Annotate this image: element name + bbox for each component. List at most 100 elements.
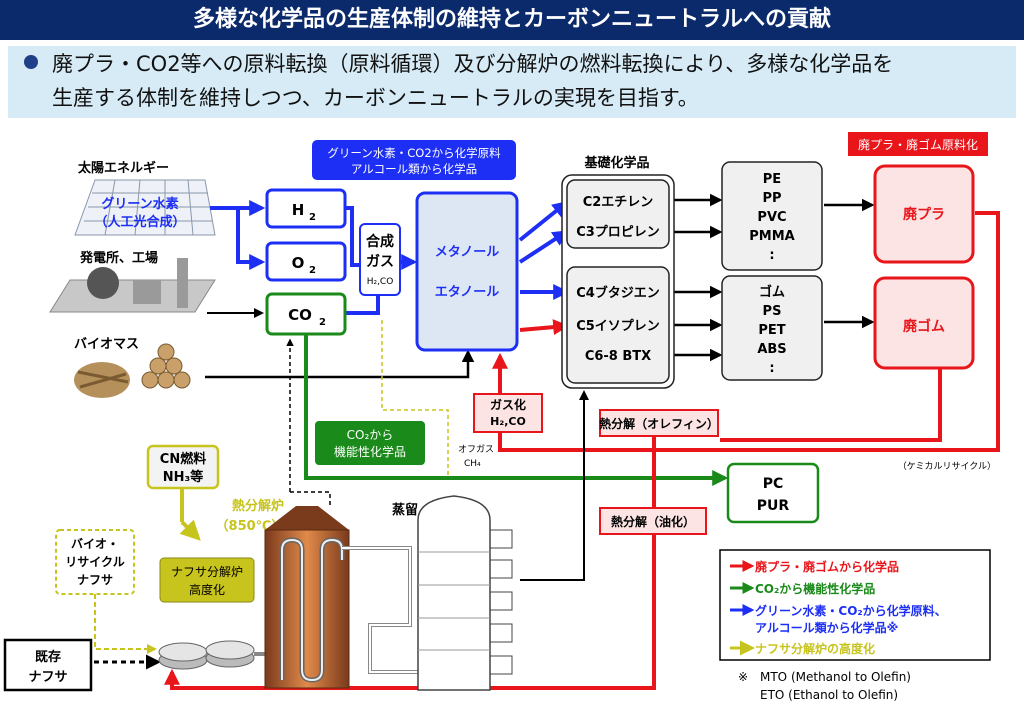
waste-plastic-box: 廃プラ: [873, 164, 975, 264]
svg-text:ガス化: ガス化: [490, 397, 526, 412]
c68-label: C6-8 BTX: [585, 349, 651, 364]
svg-text:2: 2: [319, 317, 326, 328]
green-title-box: グリーン水素・CO2から化学原料 アルコール類から化学品: [312, 140, 516, 180]
svg-text:NH₃等: NH₃等: [163, 469, 203, 485]
cracker-label: 熱分解炉: [232, 498, 284, 514]
lead-box: 廃プラ・CO2等への原料転換（原料循環）及び分解炉の燃料転換により、多様な化学品…: [8, 46, 1016, 118]
products-top-box: PE PP PVC PMMA :: [721, 161, 823, 271]
svg-text::: :: [769, 248, 774, 263]
svg-text:H: H: [292, 201, 305, 219]
footnote-mto: MTO (Methanol to Olefin): [760, 670, 911, 684]
svg-text:CO₂から: CO₂から: [347, 428, 394, 442]
svg-text:PE: PE: [763, 172, 781, 187]
svg-text:ナフサ分解炉: ナフサ分解炉: [171, 565, 243, 579]
svg-text:アルコール類から化学品※: アルコール類から化学品※: [755, 620, 898, 635]
products-bottom-box: ゴム PS PET ABS :: [721, 275, 823, 381]
svg-text:グリーン水素・CO₂から化学原料、: グリーン水素・CO₂から化学原料、: [755, 603, 947, 618]
distill-label: 蒸留: [392, 502, 418, 518]
plant-label: 発電所、工場: [79, 250, 158, 266]
svg-text:グリーン水素・CO2から化学原料: グリーン水素・CO2から化学原料: [327, 146, 501, 160]
basic-chemicals-title: 基礎化学品: [583, 155, 649, 171]
svg-text::: :: [769, 361, 774, 376]
lead-line-1: 廃プラ・CO2等への原料転換（原料循環）及び分解炉の燃料転換により、多様な化学品…: [52, 52, 894, 76]
co2-functional-box: CO₂から 機能性化学品: [315, 421, 425, 465]
svg-text:既存: 既存: [35, 649, 61, 665]
svg-text:CN燃料: CN燃料: [160, 451, 206, 467]
svg-text:廃プラ・廃ゴムから化学品: 廃プラ・廃ゴムから化学品: [755, 559, 899, 574]
svg-text:機能性化学品: 機能性化学品: [334, 444, 406, 459]
factory-icon: [49, 258, 216, 313]
svg-text:ABS: ABS: [757, 342, 786, 357]
cracker-furnace-icon: [264, 506, 350, 689]
pc-pur-box: PC PUR: [726, 462, 820, 524]
svg-text:エタノール: エタノール: [435, 285, 500, 300]
footnote-eto: ETO (Ethanol to Olefin): [760, 688, 898, 702]
svg-text:2: 2: [309, 265, 316, 276]
svg-text:高度化: 高度化: [189, 582, 225, 597]
basic-chemicals-box: C2エチレン C3プロピレン C4ブタジエン C5イソプレン C6-8 BTX: [561, 174, 675, 389]
svg-text:ゴム: ゴム: [759, 284, 785, 300]
existing-naphtha-box: 既存 ナフサ: [3, 638, 93, 692]
upgrade-box: ナフサ分解炉 高度化: [159, 557, 255, 603]
svg-text:PP: PP: [762, 191, 781, 206]
legend: 廃プラ・廃ゴムから化学品 CO₂から機能性化学品 グリーン水素・CO₂から化学原…: [719, 549, 991, 661]
svg-text:ナフサ分解炉の高度化: ナフサ分解炉の高度化: [755, 641, 875, 656]
svg-text:ナフサ: ナフサ: [77, 573, 113, 587]
svg-text:H₂,CO: H₂,CO: [367, 277, 394, 287]
offgas-ch4-label: CH₄: [464, 459, 481, 469]
waste-title-box: 廃プラ・廃ゴム原料化: [848, 132, 988, 156]
solar-label: 太陽エネルギー: [77, 160, 169, 176]
o2-box: O 2: [265, 241, 347, 282]
distillation-column-icon: [417, 495, 513, 691]
svg-text:廃プラ: 廃プラ: [903, 206, 945, 223]
svg-text:熱分解（オレフィン）: 熱分解（オレフィン）: [599, 416, 719, 431]
bullet-icon: [24, 55, 38, 69]
svg-text:PET: PET: [758, 323, 785, 338]
bio-naphtha-box: バイオ・ リサイクル ナフサ: [55, 529, 135, 595]
svg-text:PS: PS: [763, 304, 782, 319]
process-diagram: 太陽エネルギー グリーン水素 （人工光合成） 発電所、工場 バイオマス: [3, 132, 1000, 702]
svg-text:CO₂から機能性化学品: CO₂から機能性化学品: [755, 581, 875, 596]
footnote-mark: ※: [738, 670, 748, 684]
pyrolysis-olefin-box: 熱分解（オレフィン）: [599, 409, 719, 437]
svg-text:廃ゴム: 廃ゴム: [903, 318, 945, 335]
c5-label: C5イソプレン: [576, 319, 660, 334]
svg-text:バイオ・: バイオ・: [71, 537, 119, 551]
biomass-icon: [74, 343, 191, 398]
c4-label: C4ブタジエン: [576, 285, 660, 301]
pump-icon: [158, 640, 255, 670]
svg-text:PUR: PUR: [757, 498, 790, 514]
waste-rubber-box: 廃ゴム: [873, 276, 975, 370]
h2-box: H 2: [265, 188, 347, 229]
solar-panel-icon: [74, 179, 216, 236]
svg-text:アルコール類から化学品: アルコール類から化学品: [351, 162, 477, 176]
c3-label: C3プロピレン: [576, 225, 660, 240]
green-h2-label: グリーン水素: [101, 196, 178, 212]
svg-text:合成: 合成: [366, 233, 394, 250]
svg-text:H₂,CO: H₂,CO: [490, 415, 526, 428]
svg-text:PVC: PVC: [757, 210, 786, 225]
svg-text:リサイクル: リサイクル: [65, 555, 124, 569]
lead-line-2: 生産する体制を維持しつつ、カーボンニュートラルの実現を目指す。: [52, 86, 699, 110]
syngas-box: 合成 ガス H₂,CO: [359, 223, 401, 296]
alcohol-box: メタノール エタノール: [415, 191, 519, 352]
cn-fuel-box: CN燃料 NH₃等: [146, 444, 220, 490]
gasify-box: ガス化 H₂,CO: [473, 393, 543, 433]
svg-text:O: O: [292, 254, 305, 272]
c2-label: C2エチレン: [583, 195, 654, 210]
svg-text:ガス: ガス: [366, 254, 394, 270]
biomass-label: バイオマス: [74, 337, 139, 352]
svg-text:CO: CO: [288, 306, 312, 324]
svg-text:PC: PC: [763, 476, 784, 492]
svg-text:メタノール: メタノール: [435, 245, 500, 260]
svg-text:熱分解（油化）: 熱分解（油化）: [611, 514, 695, 529]
page-title: 多様な化学品の生産体制の維持とカーボンニュートラルへの貢献: [0, 0, 1024, 40]
svg-text:2: 2: [309, 212, 316, 223]
offgas-label: オフガス: [458, 444, 494, 455]
svg-text:PMMA: PMMA: [749, 229, 794, 244]
artificial-photosynthesis-label: （人工光合成）: [94, 214, 185, 230]
co2-box: CO 2: [265, 292, 347, 336]
chem-recycle-label: （ケミカルリサイクル）: [898, 461, 996, 472]
svg-text:廃プラ・廃ゴム原料化: 廃プラ・廃ゴム原料化: [858, 137, 978, 152]
svg-text:ナフサ: ナフサ: [28, 670, 67, 685]
